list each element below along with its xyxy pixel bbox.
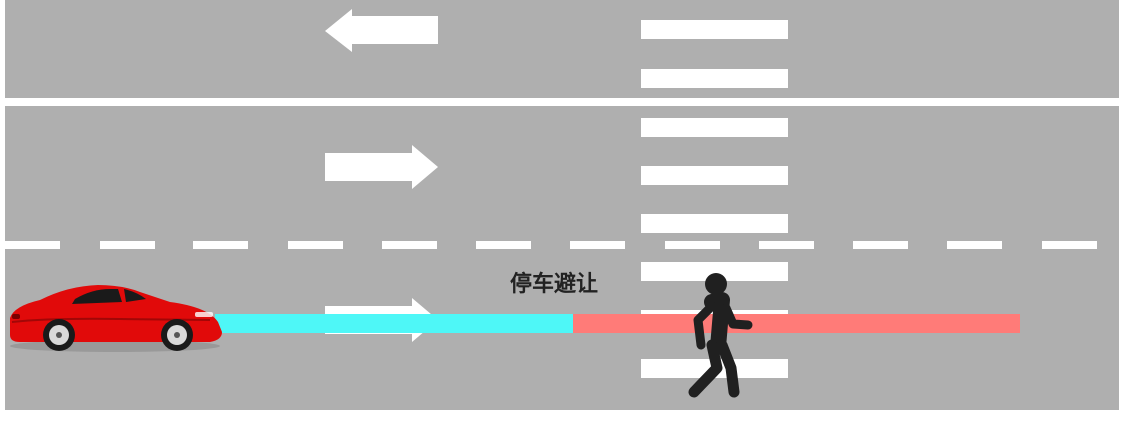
pedestrian-icon: [688, 273, 753, 398]
solid-center-line: [5, 98, 1119, 106]
car-icon: [10, 285, 222, 352]
arrow-right-icon: [325, 145, 438, 189]
yield-stop-label: 停车避让: [510, 272, 599, 297]
dashed-lane-line: [5, 241, 1097, 249]
arrow-left-icon: [325, 9, 438, 52]
path-clear-segment: [215, 314, 574, 333]
path-stop-segment: [573, 314, 1020, 333]
